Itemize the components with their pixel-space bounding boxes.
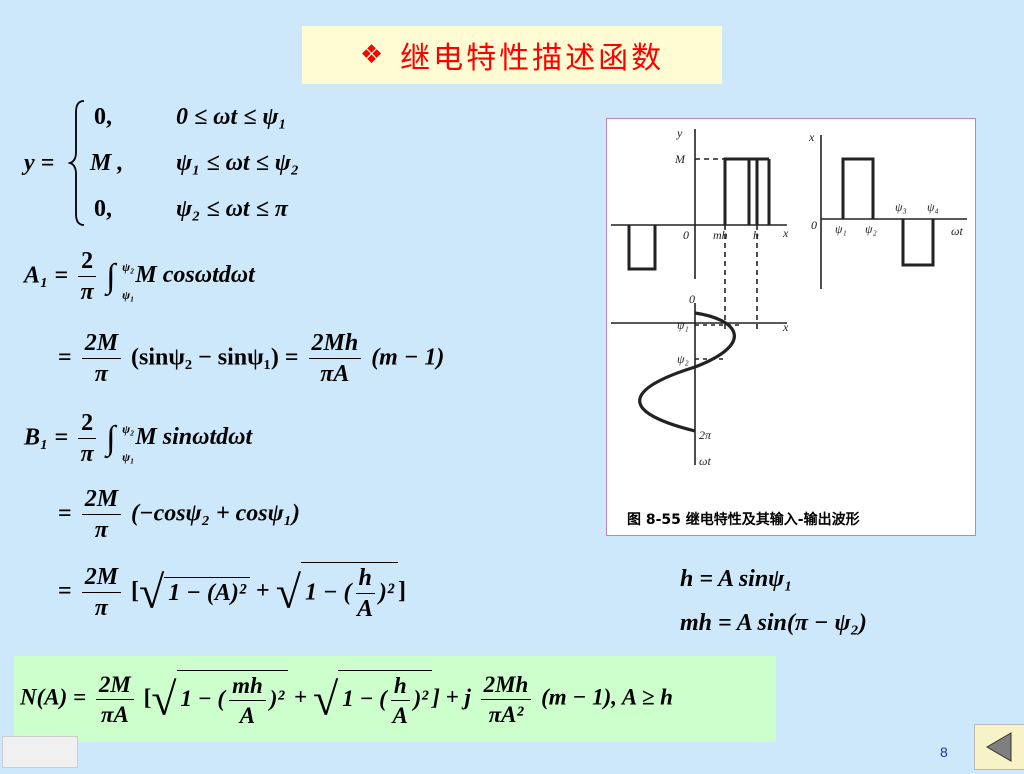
label-2pi: 2π	[699, 428, 712, 442]
label-zero-2: 0	[811, 218, 817, 232]
label-mh: mh	[713, 228, 728, 242]
page-number: 8	[940, 744, 948, 760]
eq-h-def: h = A sinψ₁	[680, 566, 793, 592]
piecewise-row-1: 0,0 ≤ ωt ≤ ψ₁	[94, 104, 287, 130]
piecewise-lhs: y =	[24, 150, 55, 176]
label-x: x	[782, 226, 789, 240]
label-psi2-bottom: ψ₂	[677, 352, 689, 366]
label-h: h	[753, 228, 759, 242]
label-m: M	[674, 152, 686, 166]
label-psi2-top: ψ₂	[865, 222, 877, 236]
piecewise-brace	[68, 100, 85, 226]
label-x-3: x	[782, 320, 789, 334]
eq-mh-def: mh = A sin(π − ψ₂)	[680, 610, 867, 636]
figure-caption: 图 8-55 继电特性及其输入-输出波形	[627, 512, 860, 528]
label-wt-bottom: ωt	[699, 454, 711, 468]
back-button[interactable]	[974, 724, 1024, 770]
piecewise-row-3: 0,ψ₂ ≤ ωt ≤ π	[94, 196, 288, 222]
slide-title: ❖ 继电特性描述函数	[302, 26, 722, 84]
label-x-2: x	[808, 130, 815, 144]
label-psi4: ψ₄	[927, 200, 939, 214]
label-wt-top: ωt	[951, 224, 963, 238]
footer-left-box	[2, 736, 78, 768]
label-psi1-top: ψ₁	[835, 222, 847, 236]
piecewise-row-2: M ,ψ₁ ≤ ωt ≤ ψ₂	[90, 150, 300, 176]
label-psi1-bottom: ψ₁	[677, 318, 689, 332]
triangle-left-icon	[986, 732, 1012, 762]
relay-figure: y x M 0 mh h x 0 ψ₁ ψ₂ ψ₃ ψ₄ ωt 0 x ψ₁ ψ…	[606, 118, 976, 536]
diamond-bullet-icon: ❖	[359, 40, 387, 70]
title-text: 继电特性描述函数	[400, 41, 665, 76]
label-y: y	[676, 126, 683, 140]
label-zero-3: 0	[689, 292, 695, 306]
label-psi3: ψ₃	[895, 200, 907, 214]
relay-waveform-diagram: y x M 0 mh h x 0 ψ₁ ψ₂ ψ₃ ψ₄ ωt 0 x ψ₁ ψ…	[611, 126, 967, 468]
label-zero-1: 0	[683, 228, 689, 242]
